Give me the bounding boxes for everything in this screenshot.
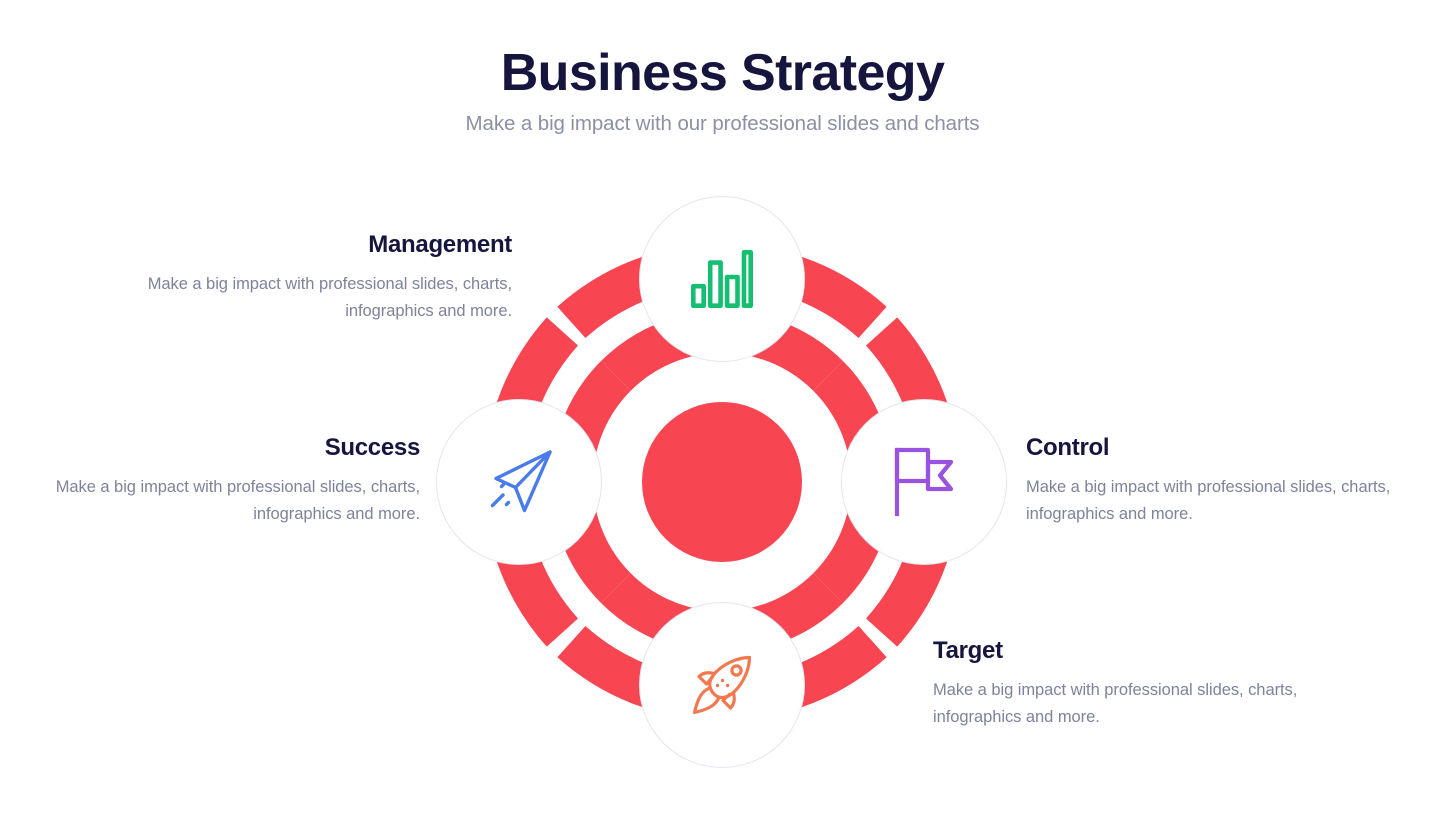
node-control[interactable]	[841, 399, 1007, 565]
text-block-control: Control Make a big impact with professio…	[1026, 434, 1416, 528]
node-target[interactable]	[639, 602, 805, 768]
node-management[interactable]	[639, 196, 805, 362]
desc-management: Make a big impact with professional slid…	[147, 274, 512, 320]
center-disc	[642, 402, 802, 562]
node-success[interactable]	[436, 399, 602, 565]
label-management: Management	[368, 231, 512, 258]
label-target: Target	[933, 637, 1003, 664]
desc-target: Make a big impact with professional slid…	[933, 680, 1298, 726]
text-block-target: Target Make a big impact with profession…	[933, 637, 1323, 731]
bar-chart-icon	[691, 250, 753, 308]
page-title: Business Strategy	[500, 44, 945, 102]
label-success: Success	[324, 434, 421, 461]
label-control: Control	[1026, 434, 1110, 461]
paper-plane-icon	[484, 448, 554, 516]
flag-icon	[891, 446, 957, 518]
text-block-management: Management Make a big impact with profes…	[131, 231, 513, 325]
desc-success: Make a big impact with professional slid…	[55, 477, 420, 523]
rocket-icon	[686, 649, 758, 721]
desc-control: Make a big impact with professional slid…	[1026, 477, 1391, 523]
text-block-success: Success Make a big impact with professio…	[35, 434, 421, 528]
page-subtitle: Make a big impact with our professional …	[465, 112, 980, 136]
slide-header: Business Strategy Make a big impact with…	[0, 44, 1445, 138]
